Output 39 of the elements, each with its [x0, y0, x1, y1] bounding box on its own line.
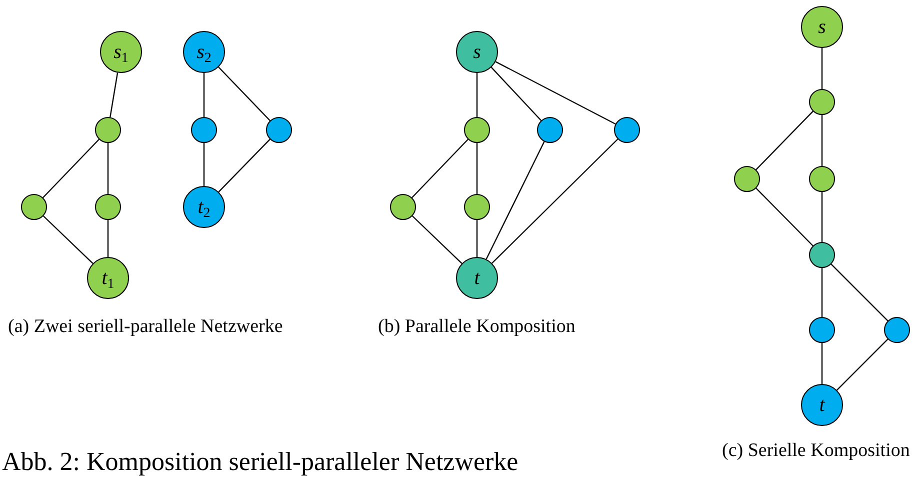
connector-line [821, 268, 823, 317]
connector-line [821, 192, 823, 242]
connector-line [412, 138, 468, 198]
connector-line [107, 143, 109, 194]
vertex-label: s$_{2}$ [196, 42, 212, 62]
connector-line [836, 338, 888, 391]
vertex-label: s [818, 17, 826, 37]
connector-line [476, 143, 478, 194]
connector-line [107, 220, 109, 257]
connector-line [821, 115, 823, 166]
connector-line [492, 138, 618, 264]
subfigure-caption: (c) Serielle Komposition [722, 439, 911, 463]
figure-caption: Abb. 2: Komposition seriell-paralleler Netzwerke [2, 446, 518, 478]
connector-line [203, 143, 205, 186]
connector-line [218, 138, 270, 192]
connector-line [42, 138, 100, 198]
connector-line [42, 216, 94, 264]
connector-line [218, 66, 270, 122]
subfigure-caption: (b) Parallele Komposition [378, 315, 576, 339]
connector-line [110, 72, 118, 118]
connector-line [830, 264, 888, 322]
connector-line [495, 61, 616, 125]
connector-line [486, 141, 545, 260]
vertex-label: s$_{1}$ [114, 42, 128, 62]
connector-line [821, 48, 823, 89]
connector-line [412, 216, 462, 264]
vertex-label: t$_{1}$ [102, 268, 114, 288]
connector-line [821, 343, 823, 384]
vertex-label: t [819, 395, 825, 415]
subfigure-caption: (a) Zwei seriell-parallele Netzwerke [8, 315, 284, 339]
connector-line [203, 73, 205, 117]
connector-line [476, 73, 478, 117]
vertex-label: t [474, 268, 480, 288]
connector-line [476, 220, 478, 257]
vertex-label: s [473, 42, 481, 62]
connector-line [756, 188, 814, 246]
vertex-label: t$_{2}$ [198, 197, 210, 217]
connector-line [756, 110, 814, 170]
connector-line [490, 66, 542, 121]
